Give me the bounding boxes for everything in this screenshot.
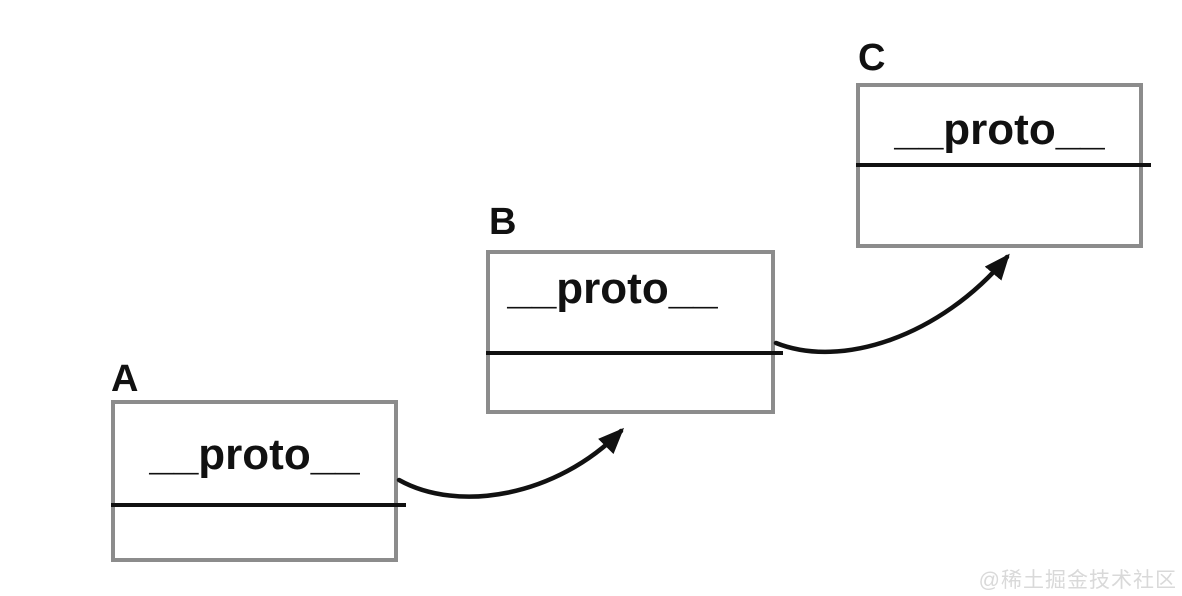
node-b-divider — [486, 351, 783, 355]
node-b-box: __proto__ — [486, 250, 775, 414]
node-b-label: B — [489, 201, 517, 243]
node-c-divider — [856, 163, 1151, 167]
node-c-proto-cell: __proto__ — [860, 87, 1139, 165]
node-a-proto-slot: __proto__ — [149, 429, 360, 479]
watermark-text: @稀土掘金技术社区 — [978, 569, 1177, 592]
node-c-label: C — [858, 37, 886, 79]
arrow-a-to-b — [396, 427, 625, 499]
node-c-proto-slot: __proto__ — [894, 105, 1105, 154]
node-c-empty-cell — [860, 165, 1139, 244]
node-b-empty-cell — [490, 353, 771, 410]
node-b-proto-slot: __proto__ — [507, 263, 718, 313]
node-a-label: A — [111, 358, 139, 400]
node-b-proto-cell: __proto__ — [490, 254, 771, 353]
node-a-box: __proto__ — [111, 400, 398, 562]
node-a-empty-cell — [115, 505, 394, 558]
node-a-divider — [111, 503, 406, 507]
node-a-proto-cell: __proto__ — [115, 404, 394, 505]
arrow-b-to-c — [773, 253, 1010, 355]
